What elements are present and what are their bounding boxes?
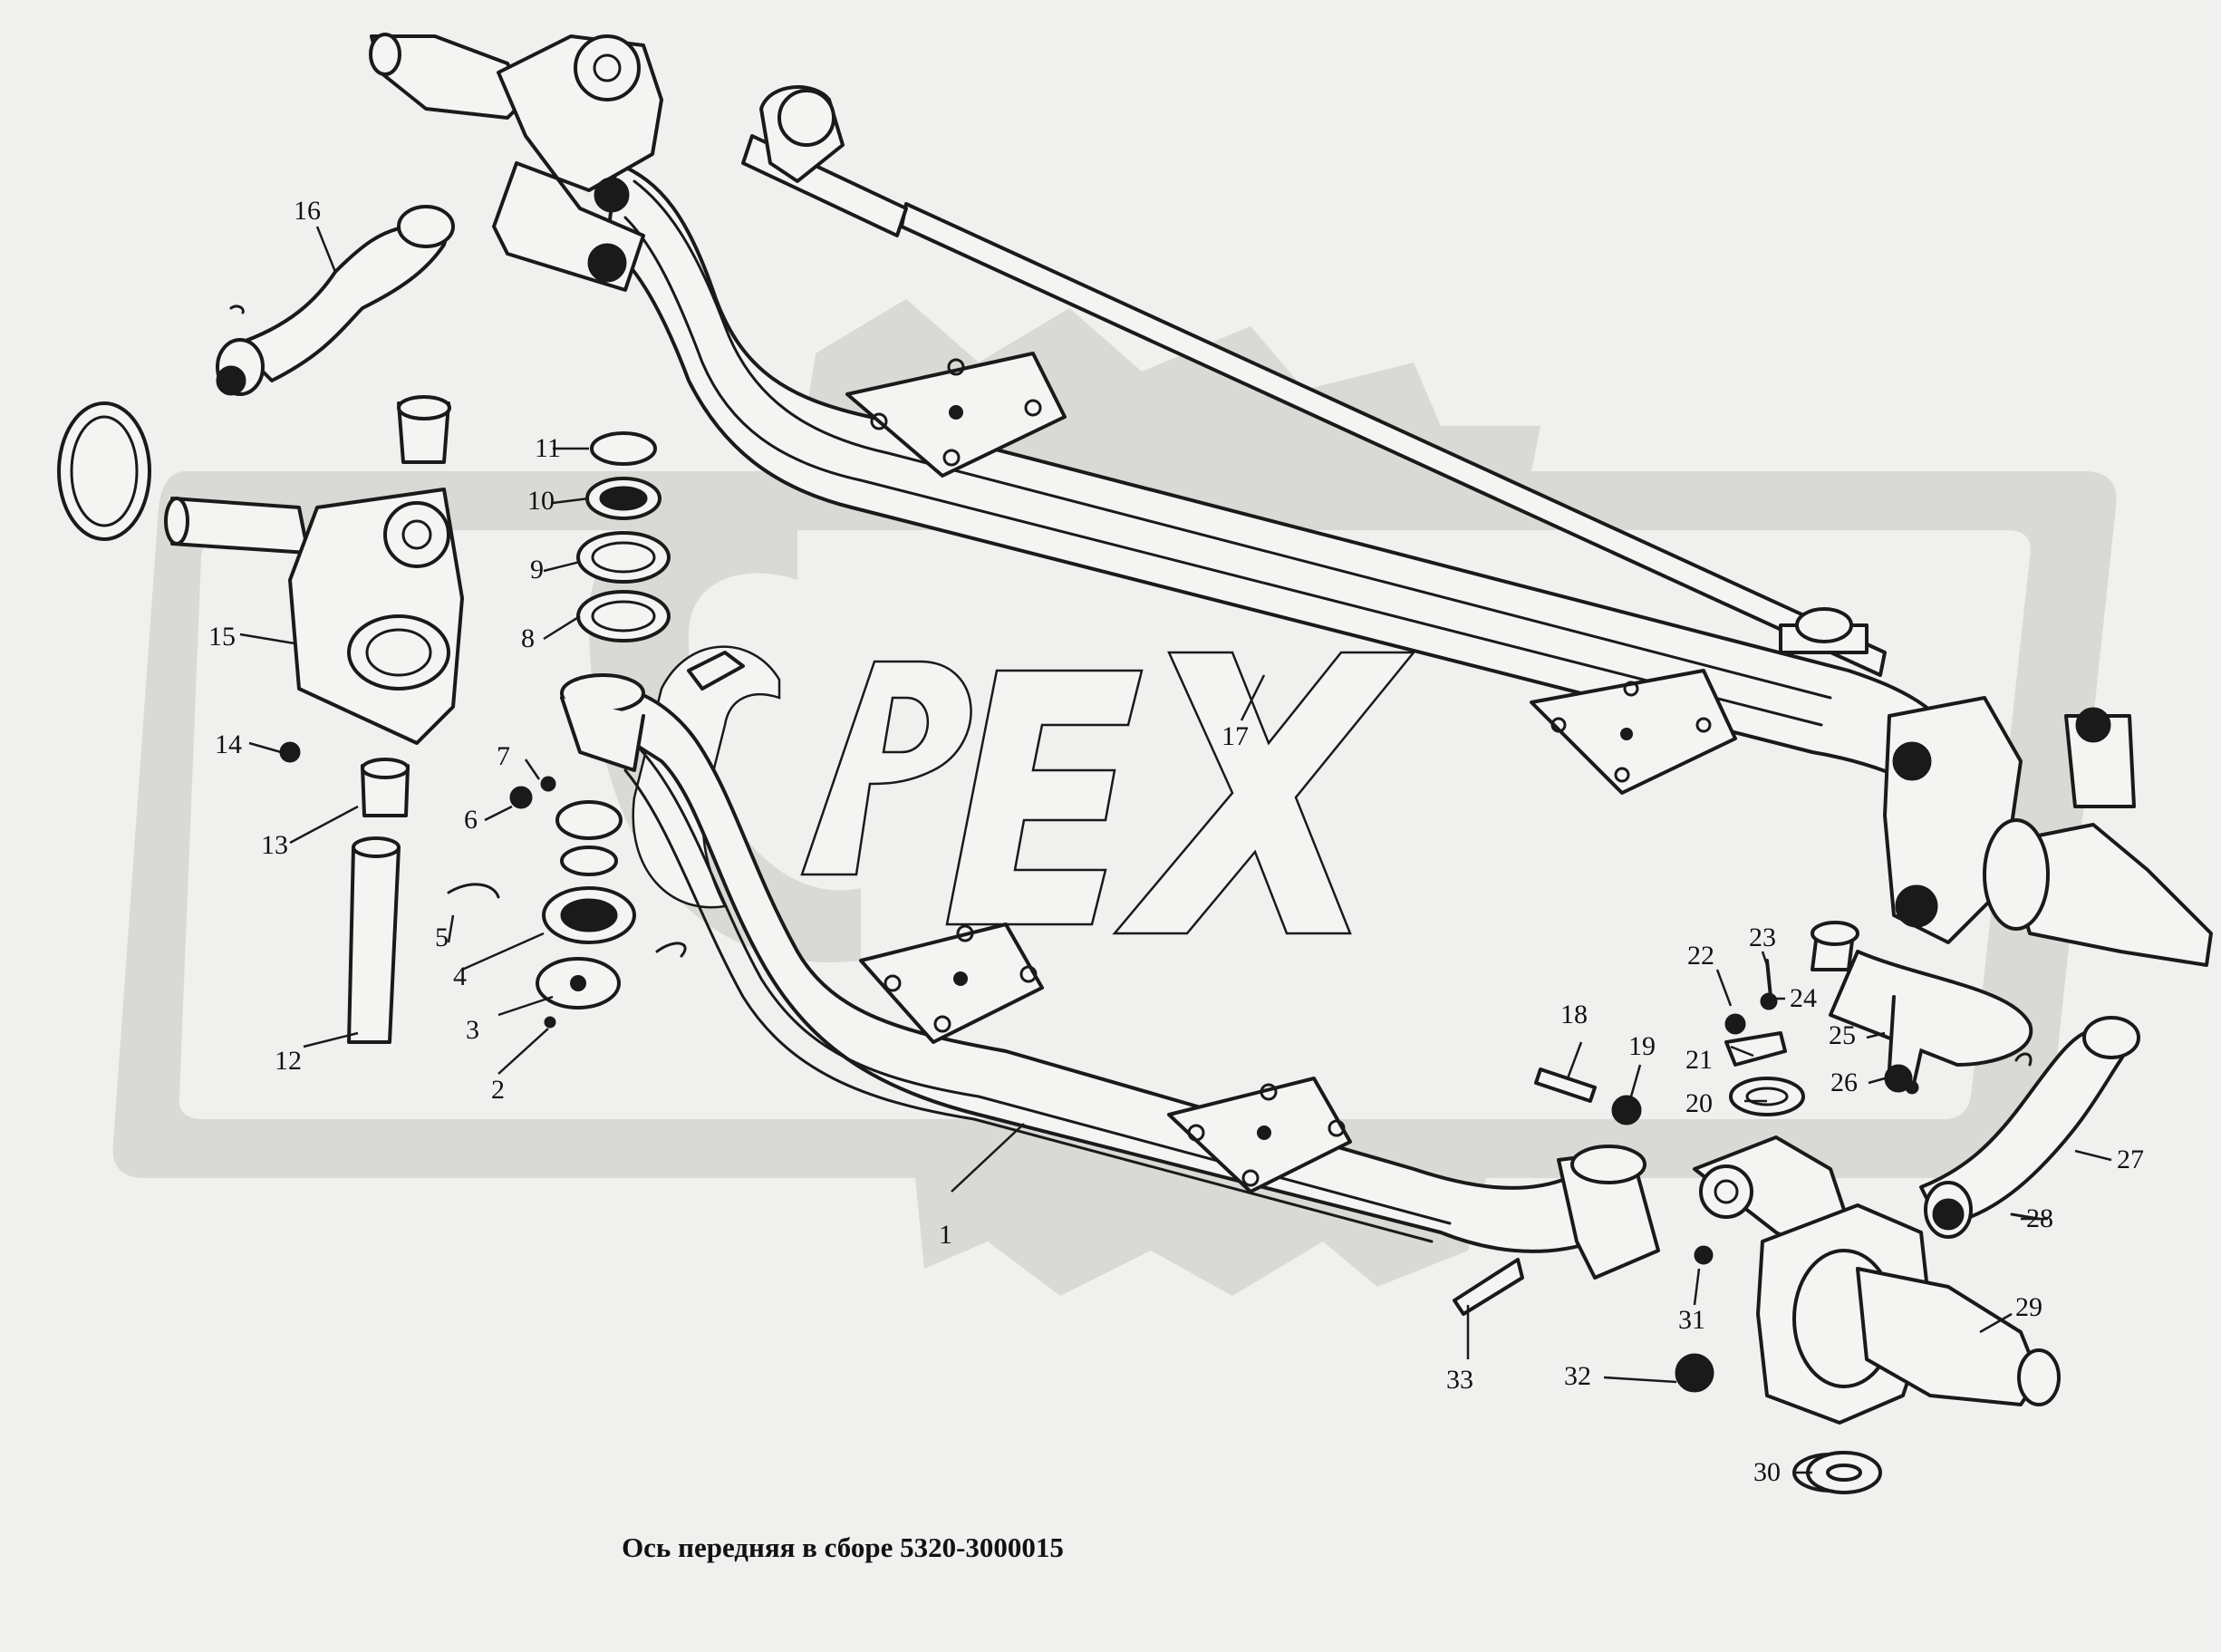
callout-32: 32 [1564,1361,1591,1391]
callout-33: 33 [1446,1365,1473,1395]
callout-3: 3 [466,1015,479,1045]
callout-9: 9 [530,555,544,584]
callout-21: 21 [1685,1045,1713,1075]
steering-arm-left [216,205,455,396]
callout-27: 27 [2117,1145,2144,1174]
right-knuckle-group [1453,1135,2061,1494]
right-small-parts [1534,921,2140,1239]
callout-31: 31 [1678,1305,1705,1335]
callout-18: 18 [1560,1000,1588,1029]
callout-24: 24 [1790,983,1817,1013]
left-knuckle-group [57,395,464,1044]
callout-29: 29 [2015,1292,2042,1322]
callout-28: 28 [2026,1203,2053,1233]
callout-19: 19 [1628,1031,1656,1061]
tie-rod [741,85,1887,677]
callout-23: 23 [1749,923,1776,952]
rear-left-knuckle [369,33,663,292]
leader-lines [239,226,2112,1474]
callout-16: 16 [294,196,321,226]
callout-13: 13 [261,830,288,860]
rear-axle-beam [605,161,1968,799]
callout-6: 6 [464,805,478,835]
callout-7: 7 [497,741,510,771]
callout-5: 5 [435,923,449,952]
front-axle-beam [560,673,1660,1280]
callout-12: 12 [275,1046,302,1076]
callout-30: 30 [1753,1457,1781,1487]
callout-10: 10 [527,486,555,516]
kingpin-stack [447,431,745,1029]
callout-20: 20 [1685,1088,1713,1118]
callout-1: 1 [939,1220,952,1250]
callout-11: 11 [535,433,561,463]
callout-17: 17 [1222,721,1249,751]
callout-14: 14 [215,729,242,759]
callout-2: 2 [491,1075,505,1105]
callout-15: 15 [208,622,236,652]
callout-8: 8 [521,623,535,653]
callout-26: 26 [1830,1068,1858,1097]
callout-22: 22 [1687,941,1714,971]
diagram-caption: Ось передняя в сборе 5320-3000015 [622,1531,1064,1563]
callout-25: 25 [1829,1020,1856,1050]
rear-right-knuckle [1883,696,2213,967]
callout-4: 4 [453,961,467,991]
